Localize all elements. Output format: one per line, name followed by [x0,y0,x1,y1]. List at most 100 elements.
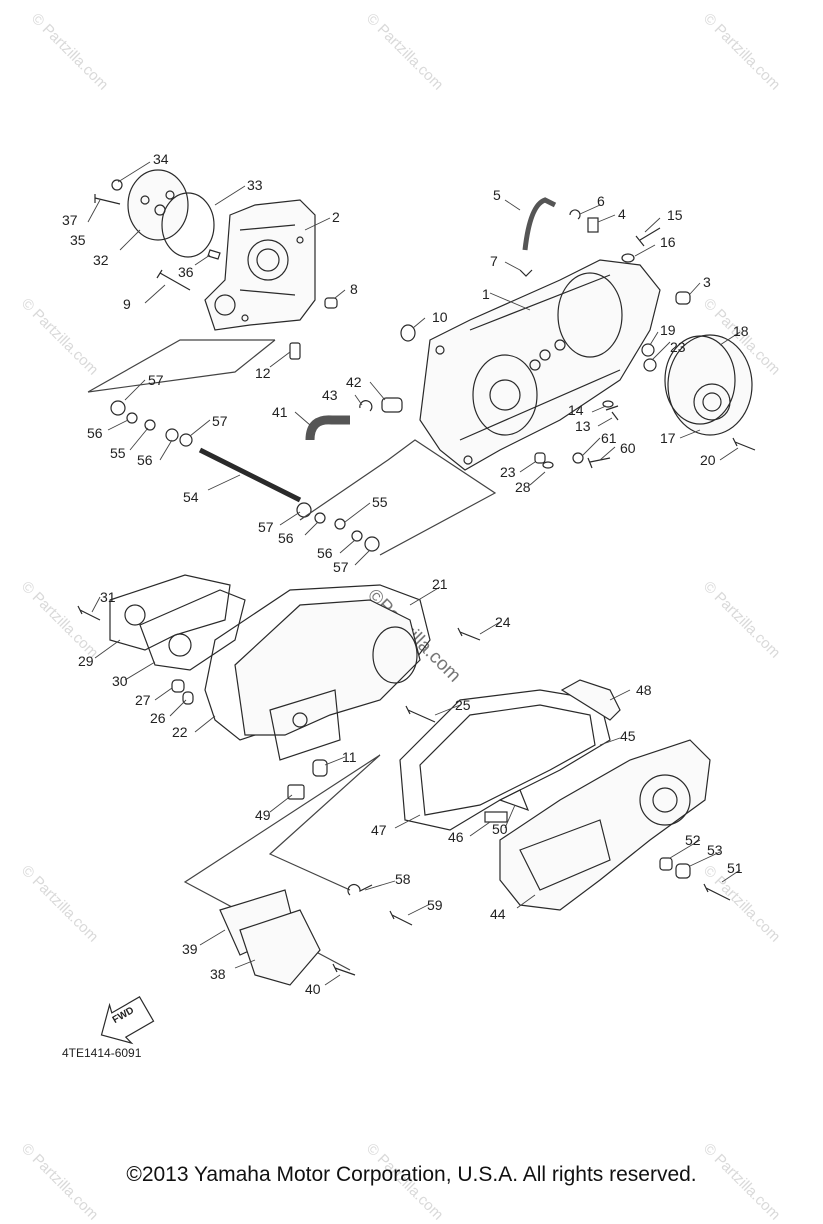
part-number: 8 [350,281,358,297]
cap-52 [659,857,673,871]
duct-48 [560,679,621,721]
part-number: 46 [448,829,464,845]
part-number: 21 [432,576,448,592]
left-crankcase-2 [204,199,316,331]
part-number: 56 [137,452,153,468]
part-number: 58 [395,871,411,887]
bolt-9 [156,269,191,291]
part-number: 1 [482,286,490,302]
clip-58 [347,883,373,896]
part-number: 30 [112,673,128,689]
bolt-59 [389,910,413,926]
dowel-27 [171,679,185,693]
bush-19 [641,343,655,357]
part-number: 25 [455,697,471,713]
part-number: 55 [110,445,126,461]
plug-11 [312,759,328,777]
bolt-40 [332,963,356,976]
gasket-45 [419,704,596,816]
washer-34 [111,179,123,191]
o-ring-28 [542,461,554,469]
gasket-29 [109,574,231,651]
dowel-23b [534,452,546,464]
washer-14 [602,400,614,408]
part-number: 19 [660,322,676,338]
part-number: 3 [703,274,711,290]
fwd-arrow-icon [100,996,155,1045]
bolt-13 [605,405,619,421]
part-number: 43 [322,387,338,403]
diagram-code: 4TE1414-6091 [62,1046,142,1060]
clip-7 [519,269,533,277]
part-number: 52 [685,832,701,848]
washer-61 [572,452,584,464]
part-number: 2 [332,209,340,225]
hose-5 [522,197,557,251]
part-number: 9 [123,296,131,312]
part-number: 26 [150,710,166,726]
part-number: 59 [427,897,443,913]
part-number: 49 [255,807,271,823]
bolt-20 [732,437,756,451]
bracket-38 [239,909,321,986]
part-number: 7 [490,253,498,269]
dowel-26 [182,691,194,705]
washer-55a [144,419,156,431]
part-number: 34 [153,151,169,167]
right-crankcase-1 [419,259,661,471]
part-number: 23 [670,339,686,355]
plate-50 [498,789,530,812]
part-number: 16 [660,234,676,250]
bush-3 [675,291,691,305]
part-number: 13 [575,418,591,434]
part-number: 6 [597,193,605,209]
clamp-43 [359,400,373,412]
part-number: 38 [210,966,226,982]
washer-56c [314,512,326,524]
washer-56b [165,428,179,442]
part-number: 22 [172,724,188,740]
bolt-25 [405,705,436,723]
part-number: 56 [278,530,294,546]
bolt-24 [457,627,481,641]
part-number: 23 [500,464,516,480]
bush-8 [324,297,338,309]
part-number: 55 [372,494,388,510]
gasket-47 [399,689,611,831]
part-number: 18 [733,323,749,339]
part-number: 45 [620,728,636,744]
seal-10 [400,324,416,342]
washer-56d [351,530,363,542]
part-number: 33 [247,177,263,193]
part-number: 32 [93,252,109,268]
dowel-36 [207,249,221,260]
part-number: 53 [707,842,723,858]
callout-box-1 [87,339,276,393]
part-number: 39 [182,941,198,957]
gasket-30 [139,589,246,671]
seal-53 [675,863,691,879]
washer-56a [126,412,138,424]
part-number: 4 [618,206,626,222]
washer-57a [110,400,126,416]
part-number: 27 [135,692,151,708]
part-number: 24 [495,614,511,630]
seal-46 [484,811,508,823]
stator-cover-35 [127,169,189,241]
part-number: 5 [493,187,501,203]
part-number: 56 [317,545,333,561]
part-number: 28 [515,479,531,495]
bush-23a [643,358,657,372]
part-number: 61 [601,430,617,446]
gasket-32 [161,192,215,258]
pipe-41 [305,415,350,441]
part-number: 51 [727,860,743,876]
part-number: 40 [305,981,321,997]
part-number: 15 [667,207,683,223]
shaft-54 [198,447,302,503]
washer-55b [334,518,346,530]
part-number: 57 [148,372,164,388]
damper-49 [287,784,305,800]
part-number: 60 [620,440,636,456]
